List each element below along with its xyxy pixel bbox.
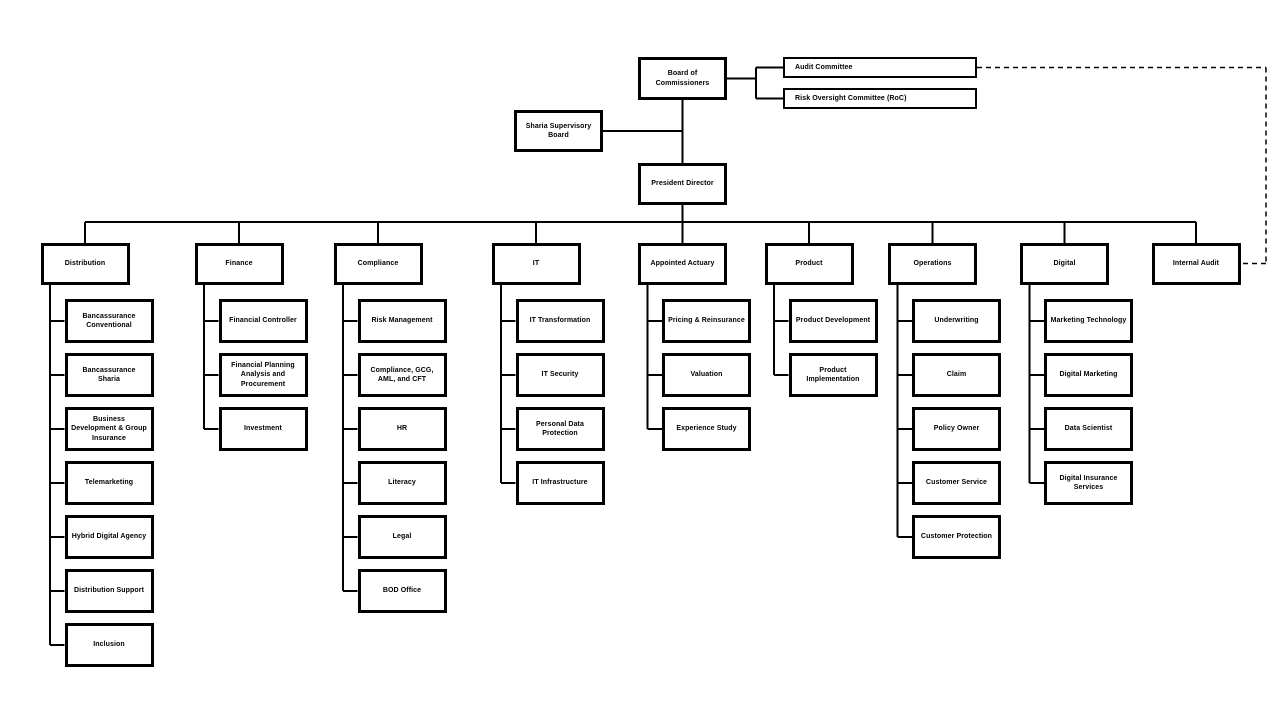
node-it-transformation: IT Transformation [515,299,605,343]
node-telemarketing: Telemarketing [64,461,154,505]
node-compliance-gcg-aml-and-cft: Compliance, GCG, AML, and CFT [357,353,447,397]
node-data-scientist: Data Scientist [1044,407,1133,451]
node-label: Compliance [357,260,399,268]
node-label: Digital Insurance Services [1059,474,1118,491]
node-risk-oversight-committee: Risk Oversight Committee (RoC) [783,88,977,109]
node-it-infrastructure: IT Infrastructure [515,461,605,505]
node-label: Finance [225,260,253,268]
node-label: Inclusion [93,641,125,649]
node-label: IT Infrastructure [532,479,588,487]
node-label: Legal [392,533,412,541]
node-label: Distribution [64,260,106,268]
node-hybrid-digital-agency: Hybrid Digital Agency [64,515,154,559]
node-investment: Investment [218,407,308,451]
node-appointed-actuary: Appointed Actuary [638,243,727,285]
node-it-security: IT Security [515,353,605,397]
node-literacy: Literacy [357,461,447,505]
node-label: Investment [244,425,282,433]
node-label: Customer Protection [920,533,993,541]
node-label: IT Security [541,371,579,379]
node-it: IT [491,243,581,285]
node-label: Audit Committee [795,63,853,71]
node-policy-owner: Policy Owner [912,407,1001,451]
node-operations: Operations [888,243,977,285]
node-label: IT [532,260,540,268]
node-president-director: President Director [638,163,727,205]
node-label: Appointed Actuary [650,260,715,268]
node-label: Product Implementation [806,366,860,383]
node-label: Bancassurance Sharia [82,366,136,383]
node-compliance: Compliance [333,243,423,285]
node-label: Digital Marketing [1059,371,1118,379]
node-label: Pricing & Reinsurance [668,317,745,325]
node-experience-study: Experience Study [662,407,751,451]
node-label: Board of Commissioners [655,70,710,87]
node-digital-insurance-services: Digital Insurance Services [1044,461,1133,505]
node-hr: HR [357,407,447,451]
node-label: Risk Management [371,317,433,325]
node-sharia-supervisory-board: Sharia Supervisory Board [514,110,603,152]
node-label: Bancassurance Conventional [82,312,136,329]
node-label: Compliance, GCG, AML, and CFT [370,366,434,383]
node-board-of-commissioners: Board of Commissioners [638,57,727,100]
node-risk-management: Risk Management [357,299,447,343]
node-label: Financial Controller [229,317,297,325]
node-pricing-reinsurance: Pricing & Reinsurance [662,299,751,343]
node-digital-marketing: Digital Marketing [1044,353,1133,397]
node-label: Product [795,260,823,268]
node-internal-audit: Internal Audit [1151,243,1241,285]
node-label: Digital [1053,260,1076,268]
node-distribution-support: Distribution Support [64,569,154,613]
node-personal-data-protection: Personal Data Protection [515,407,605,451]
node-label: HR [396,425,408,433]
node-label: Telemarketing [84,479,134,487]
node-label: Financial Planning Analysis and Procurem… [231,362,295,388]
node-label: Experience Study [676,425,737,433]
node-claim: Claim [912,353,1001,397]
node-label: Operations [913,260,952,268]
node-label: Product Development [795,317,871,325]
node-label: IT Transformation [529,317,591,325]
node-label: Risk Oversight Committee (RoC) [795,94,907,102]
node-audit-committee: Audit Committee [783,57,977,78]
node-label: BOD Office [382,587,422,595]
node-bancassurance-sharia: Bancassurance Sharia [64,353,154,397]
node-legal: Legal [357,515,447,559]
node-label: Claim [946,371,967,379]
node-label: Hybrid Digital Agency [71,533,147,541]
node-label: Business Development & Group Insurance [71,416,147,442]
node-label: Customer Service [925,479,988,487]
node-label: President Director [651,180,714,188]
node-product-development: Product Development [788,299,878,343]
node-bancassurance-conventional: Bancassurance Conventional [64,299,154,343]
node-financial-planning-analysis-and-procurement: Financial Planning Analysis and Procurem… [218,353,308,397]
node-product: Product [764,243,854,285]
node-bod-office: BOD Office [357,569,447,613]
node-inclusion: Inclusion [64,623,154,667]
node-label: Personal Data Protection [536,420,584,437]
node-label: Distribution Support [73,587,145,595]
node-finance: Finance [194,243,284,285]
node-label: Underwriting [934,317,979,325]
node-customer-service: Customer Service [912,461,1001,505]
node-label: Policy Owner [933,425,980,433]
node-label: Marketing Technology [1050,317,1127,325]
node-digital: Digital [1020,243,1109,285]
node-distribution: Distribution [40,243,130,285]
node-label: Data Scientist [1064,425,1113,433]
node-financial-controller: Financial Controller [218,299,308,343]
node-underwriting: Underwriting [912,299,1001,343]
node-label: Valuation [690,371,723,379]
node-label: Sharia Supervisory Board [525,122,592,139]
node-business-development-group-insurance: Business Development & Group Insurance [64,407,154,451]
node-product-implementation: Product Implementation [788,353,878,397]
node-label: Internal Audit [1172,260,1220,268]
node-label: Literacy [388,479,416,487]
node-customer-protection: Customer Protection [912,515,1001,559]
node-marketing-technology: Marketing Technology [1044,299,1133,343]
node-valuation: Valuation [662,353,751,397]
